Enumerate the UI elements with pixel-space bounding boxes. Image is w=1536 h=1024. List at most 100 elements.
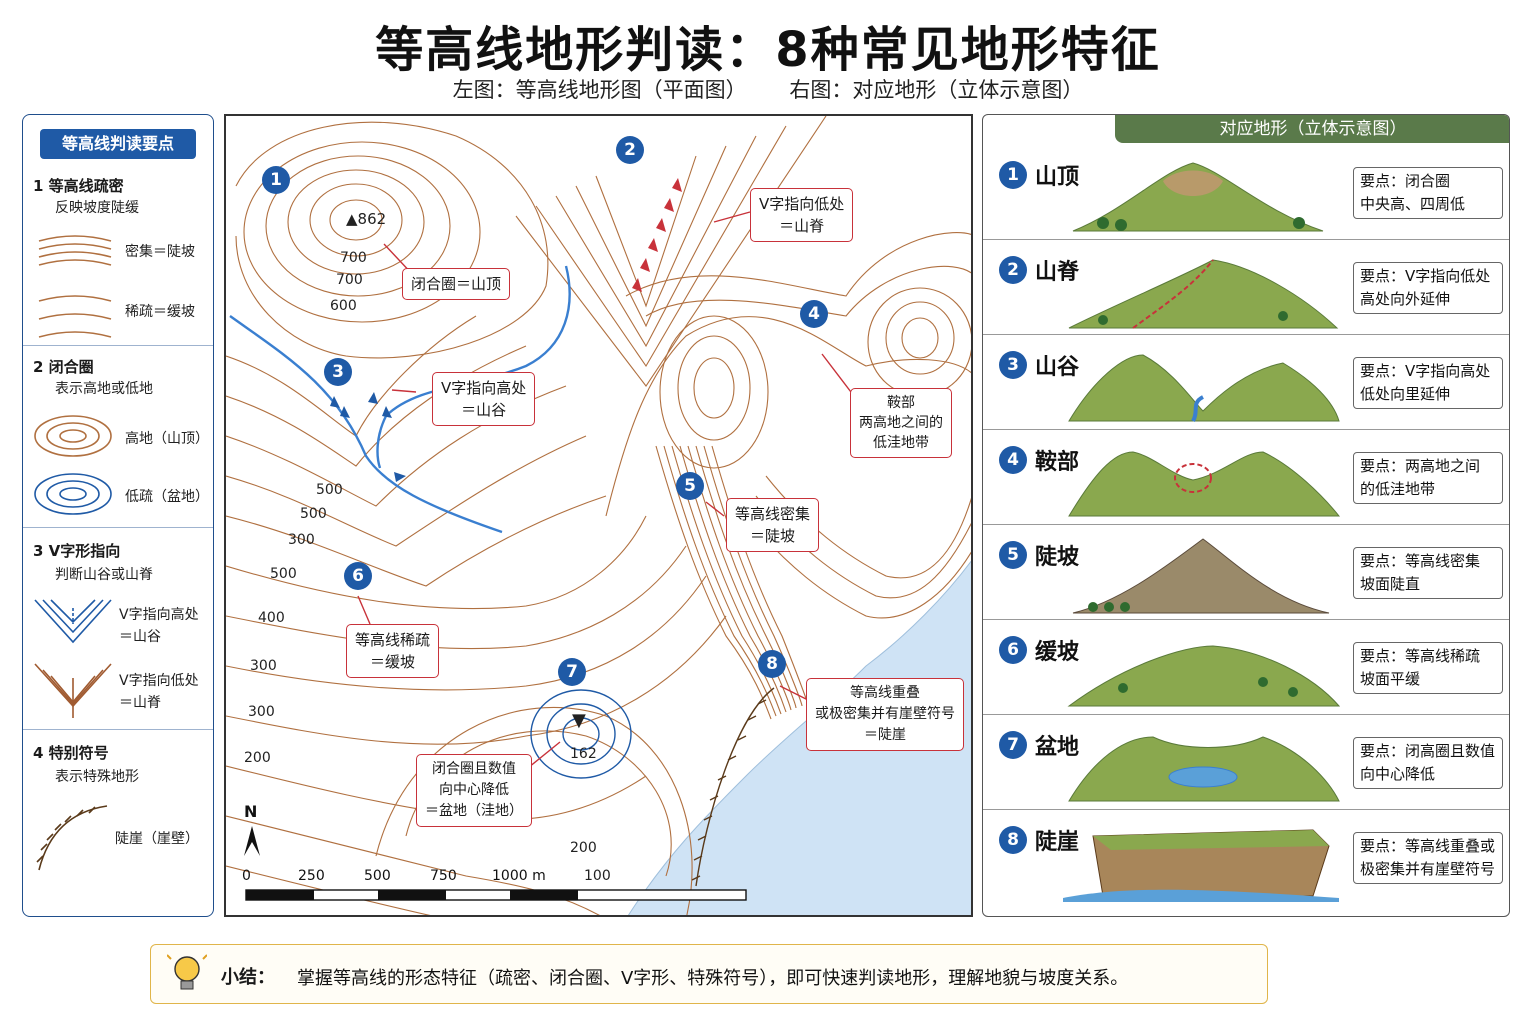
row-note: 要点：闭合圈中央高、四周低: [1353, 167, 1503, 219]
legend-item-cliff: 陡崖（崖壁）: [115, 831, 199, 847]
callout-basin: 闭合圈且数值向中心降低＝盆地（洼地）: [416, 754, 532, 827]
terrain-row-gentle: 6 缓坡 要点：等高线稀疏坡面平缓: [983, 622, 1509, 715]
north-label: N: [244, 802, 258, 821]
elevation-label: 500: [270, 566, 297, 582]
callout-steep: 等高线密集 ＝陡坡: [726, 498, 820, 552]
row-name: 盆地: [1035, 735, 1080, 760]
subtitle-right: 右图：对应地形（立体示意图）: [789, 78, 1084, 102]
gentle-slope-illustration: [1067, 645, 1341, 707]
valley-illustration: [1068, 354, 1340, 423]
callout-ridge: V字指向低处＝山脊: [750, 188, 854, 242]
row-note: 要点：等高线重叠或极密集并有崖壁符号: [1353, 832, 1503, 884]
cliff-illustration: [1063, 829, 1339, 902]
legend-section-title: 1 等高线疏密: [33, 177, 124, 195]
closed-loop-icon: [34, 415, 112, 515]
elevation-label: 400: [258, 610, 285, 626]
row-number: 8: [999, 826, 1027, 854]
peak-elevation: ▲862: [346, 210, 387, 228]
callout-text: 低洼地带: [873, 435, 929, 451]
contour-map-drawing: [226, 116, 971, 915]
callout-text: 闭合圈＝山顶: [411, 275, 502, 293]
elevation-label: 200: [244, 750, 271, 766]
terrain-row-valley: 3 山谷 要点：V字指向高处低处向里延伸: [983, 337, 1509, 430]
legend-section-symbols: 4 特别符号 表示特殊地形 陡崖（崖壁）: [23, 729, 213, 916]
density-sample-icon: [38, 235, 112, 338]
terrain-row-steep: 5 陡坡 要点：等高线密集坡面陡直: [983, 527, 1509, 620]
elevation-label: 700: [336, 272, 363, 288]
callout-text: 等高线重叠: [850, 685, 920, 701]
elevation-label: 300: [250, 658, 277, 674]
legend-item-peak: 高地（山顶）: [125, 431, 209, 447]
summary-text: 掌握等高线的形态特征（疏密、闭合圈、V字形、特殊符号），即可快速判读地形，理解地…: [297, 968, 1129, 989]
legend-panel: 等高线判读要点 1 等高线疏密 反映坡度陡缓 密集＝陡坡 稀疏＝缓坡 2 闭合圈…: [22, 114, 214, 917]
callout-text: ＝陡坡: [750, 527, 796, 545]
legend-item-ridge-2: ＝山脊: [119, 695, 161, 711]
scale-label-1000: 1000 m: [492, 868, 546, 884]
row-note: 要点：两高地之间的低洼地带: [1353, 452, 1503, 504]
legend-section-density: 1 等高线疏密 反映坡度陡缓 密集＝陡坡 稀疏＝缓坡: [23, 171, 213, 347]
row-number: 1: [999, 161, 1027, 189]
scale-label-500: 500: [364, 868, 391, 884]
callout-text: 两高地之间的: [859, 415, 943, 431]
mountain-ridge-illustration: [1068, 259, 1339, 329]
row-number: 7: [999, 731, 1027, 759]
callout-text: 或极密集并有崖壁符号: [815, 706, 955, 722]
callout-peak: 闭合圈＝山顶: [402, 268, 511, 300]
callout-text: ＝盆地（洼地）: [425, 803, 523, 819]
basin-rings: [530, 689, 632, 779]
legend-section-closed: 2 闭合圈 表示高地或低地 高地（山顶） 低疏（盆地）: [23, 345, 213, 527]
valley-arrows: [330, 392, 406, 482]
elevation-label: 300: [248, 704, 275, 720]
row-number: 3: [999, 351, 1027, 379]
row-number: 5: [999, 541, 1027, 569]
legend-item-basin: 低疏（盆地）: [125, 489, 209, 505]
legend-section-title: 2 闭合圈: [33, 358, 94, 376]
callout-text: 闭合圈且数值: [432, 761, 516, 777]
terrain-row-ridge: 2 山脊 要点：V字指向低处高处向外延伸: [983, 242, 1509, 335]
callout-saddle: 鞍部两高地之间的低洼地带: [850, 388, 952, 458]
row-note: 要点：V字指向低处高处向外延伸: [1353, 262, 1503, 314]
row-name: 山脊: [1035, 260, 1080, 285]
row-name: 缓坡: [1035, 640, 1080, 665]
elevation-label: 700: [340, 250, 367, 266]
row-name: 陡崖: [1035, 830, 1080, 855]
terrain-row-peak: 1 山顶 要点：闭合圈中央高、四周低: [983, 147, 1509, 240]
legend-item-sparse: 稀疏＝缓坡: [125, 304, 195, 320]
row-note: 要点：闭高圈且数值向中心降低: [1353, 737, 1503, 789]
callout-cliff: 等高线重叠或极密集并有崖壁符号 ＝陡崖: [806, 678, 964, 751]
steep-slope-illustration: [1072, 538, 1330, 614]
elevation-label: 200: [570, 840, 597, 856]
legend-section-title: 3 V字形指向: [33, 542, 121, 560]
legend-section-desc: 表示特殊地形: [55, 769, 139, 785]
legend-section-desc: 判断山谷或山脊: [55, 567, 153, 583]
lightbulb-icon: [167, 953, 207, 990]
legend-heading: 等高线判读要点: [40, 129, 196, 159]
callout-text: ＝缓坡: [370, 653, 416, 671]
terrain-panel: 对应地形（立体示意图） 1 山顶 要点：闭合圈中央高、四周低 2 山脊 要点：V…: [982, 114, 1510, 917]
row-note: 要点：V字指向高处低处向里延伸: [1353, 357, 1503, 409]
summary-label: 小结：: [221, 967, 275, 988]
callout-gentle: 等高线稀疏＝缓坡: [346, 624, 440, 678]
scale-label-0: 0: [242, 868, 251, 884]
map-marker-7: 7: [558, 658, 586, 686]
callout-text: ＝陡崖: [864, 727, 906, 743]
map-marker-3: 3: [324, 358, 352, 386]
terrain-row-saddle: 4 鞍部 要点：两高地之间的低洼地带: [983, 432, 1509, 525]
callout-text: 鞍部: [887, 395, 915, 411]
legend-section-title: 4 特别符号: [33, 744, 109, 762]
map-marker-5: 5: [676, 472, 704, 500]
row-number: 4: [999, 446, 1027, 474]
north-arrow-icon: [244, 826, 260, 856]
saddle-illustration: [1068, 451, 1341, 517]
row-note: 要点：等高线密集坡面陡直: [1353, 547, 1503, 599]
row-name: 鞍部: [1035, 450, 1080, 475]
callout-text: V字指向低处: [759, 195, 845, 213]
elevation-label: 500: [300, 506, 327, 522]
summary-bar: 小结： 掌握等高线的形态特征（疏密、闭合圈、V字形、特殊符号），即可快速判读地形…: [150, 944, 1268, 1004]
contour-map: 1 2 3 4 5 6 7 8 ▲862 ▼ 162 700 700 600 5…: [224, 114, 973, 917]
callout-text: 等高线密集: [735, 505, 811, 523]
row-name: 山谷: [1035, 355, 1080, 380]
legend-item-dense: 密集＝陡坡: [125, 244, 195, 260]
elevation-label: 100: [584, 868, 611, 884]
legend-section-desc: 表示高地或低地: [55, 381, 153, 397]
